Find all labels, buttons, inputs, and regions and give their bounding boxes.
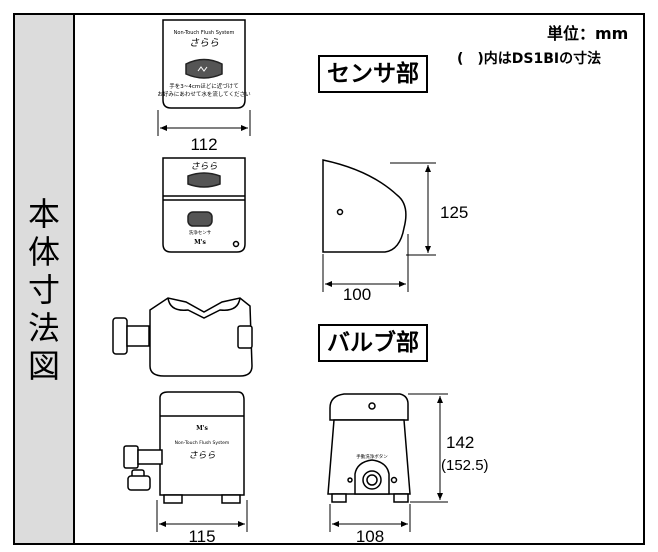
sensor-window-2 — [187, 211, 213, 227]
side-title-char: 寸 — [27, 271, 60, 309]
side-title-char: 体 — [27, 233, 60, 271]
side-title-char: 法 — [27, 309, 60, 347]
sensor-window — [185, 58, 223, 79]
sidebar: 本 体 寸 法 図 — [15, 15, 75, 543]
brand-logo-3: さらら — [188, 450, 215, 461]
dim-line-142 — [408, 393, 448, 503]
valve-section-label: バルブ部 — [318, 324, 428, 362]
side-title-char: 本 — [27, 195, 60, 233]
dim-112-label: 112 — [190, 135, 217, 154]
dim-line-125 — [390, 162, 436, 256]
dim-line-100 — [322, 234, 409, 292]
sensor-side-view — [322, 159, 407, 253]
dim-125-label: 125 — [440, 203, 468, 222]
dim-152-5-label: (152.5) — [441, 457, 489, 474]
sensor-body-front — [162, 157, 246, 253]
dim-line-115 — [156, 500, 248, 532]
dim-line-112 — [157, 110, 251, 136]
dim-108-label: 108 — [356, 527, 384, 546]
brand-small-text-2: Non-Touch Flush System — [175, 440, 230, 446]
valve-top-view — [112, 297, 253, 377]
dim-line-108 — [329, 504, 411, 532]
sensor-section-label: センサ部 — [318, 55, 428, 93]
dim-142-label: 142 — [446, 433, 474, 452]
cover-caption-2: お好みにあわせて水を流してください — [157, 90, 251, 98]
sensor-cover-front — [162, 19, 246, 109]
maker-mark: M's — [194, 239, 206, 246]
side-title-char: 図 — [27, 347, 60, 385]
maker-mark-2: M's — [196, 425, 208, 432]
side-title: 本 体 寸 法 図 — [15, 195, 73, 385]
sensor-window-label: 洗浄センサ — [189, 229, 212, 236]
brand-logo: さらら — [189, 38, 219, 49]
unit-label: 単位：mm — [547, 24, 629, 43]
dim-100-label: 100 — [343, 285, 371, 304]
note-label: ( )内はDS1BIの寸法 — [457, 51, 602, 67]
valve-front-view — [123, 391, 245, 504]
brand-small-text: Non-Touch Flush System — [174, 30, 235, 36]
brand-logo-2: さらら — [190, 161, 217, 172]
dimension-diagram-frame: 本 体 寸 法 図 — [13, 13, 645, 545]
manual-flush-button-label: 手動洗浄ボタン — [356, 453, 388, 460]
valve-side-view — [327, 393, 411, 503]
cover-caption-1: 手を3~4cmほどに近づけて — [169, 82, 239, 90]
dim-115-label: 115 — [188, 527, 215, 546]
